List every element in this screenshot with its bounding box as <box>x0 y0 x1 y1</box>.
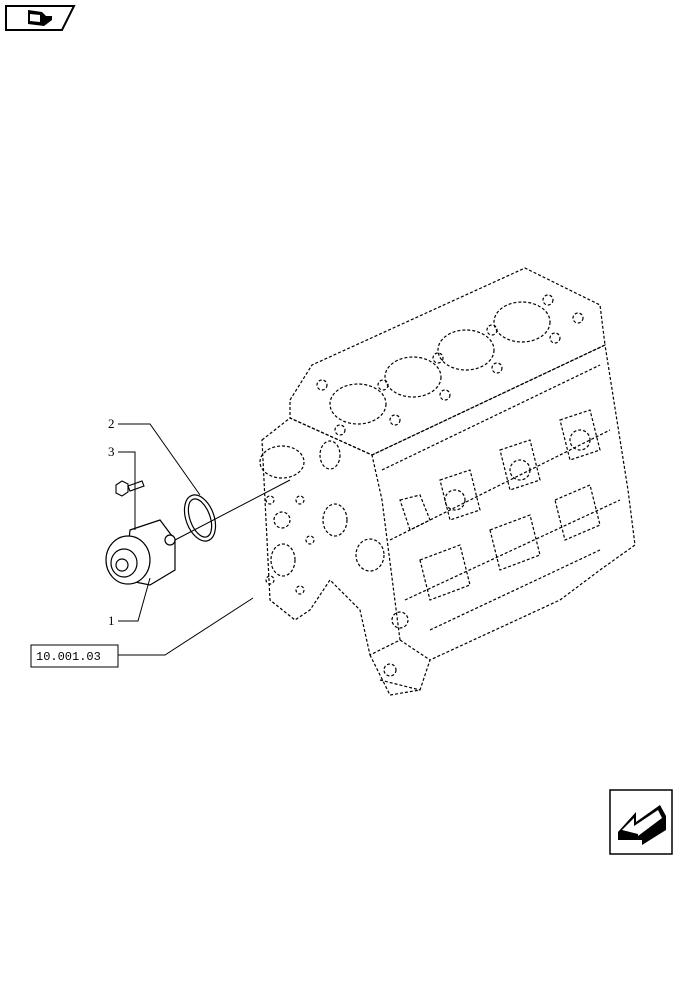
engine-block <box>259 267 636 696</box>
water-pump <box>105 519 176 586</box>
callout-1: 1 <box>108 613 115 628</box>
callout-3: 3 <box>108 444 115 459</box>
book-with-arrow-icon <box>28 10 52 26</box>
reference-link[interactable]: 10.001.03 <box>30 644 119 668</box>
callout-2: 2 <box>108 416 115 431</box>
reference-label: 10.001.03 <box>36 650 101 664</box>
previous-page-arrow-icon <box>618 805 666 845</box>
leader-lines <box>118 423 254 656</box>
bolt <box>115 480 145 497</box>
o-ring <box>183 494 217 542</box>
prev-page-button[interactable] <box>609 789 673 855</box>
assembly-line <box>174 479 291 541</box>
book-nav-button[interactable] <box>5 5 76 31</box>
